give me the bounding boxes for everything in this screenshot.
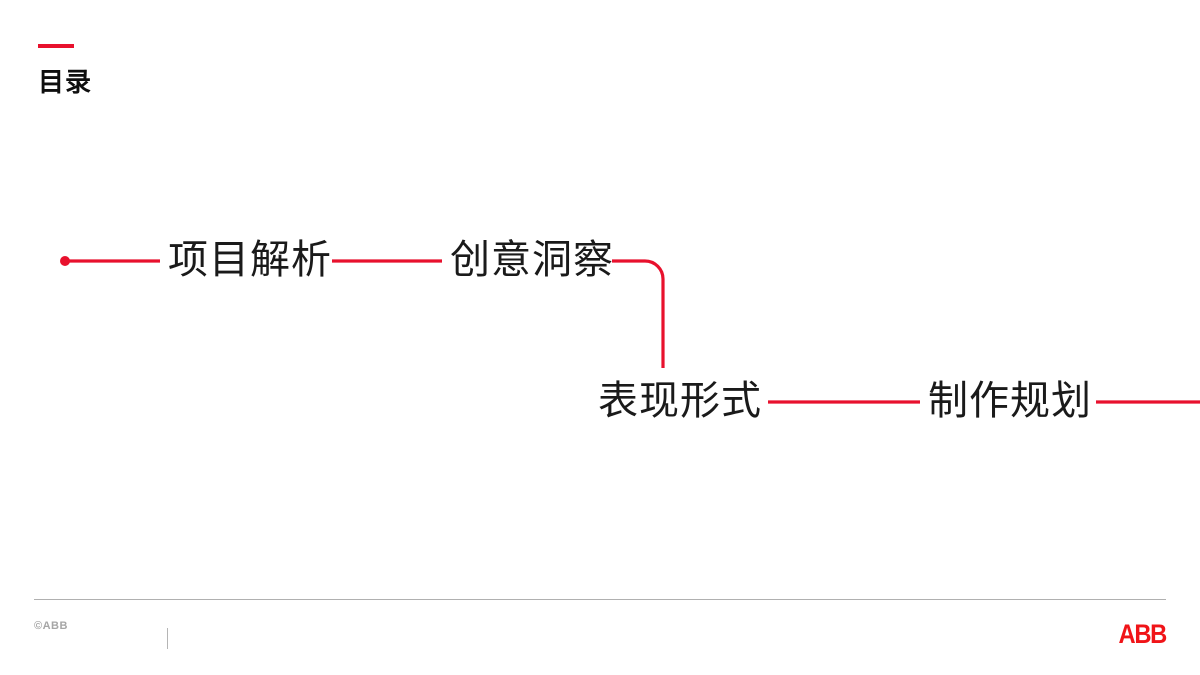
page-title: 目录: [38, 67, 93, 97]
abb-logo: ABB: [1118, 619, 1167, 649]
agenda-item-1[interactable]: 项目解析: [168, 237, 332, 282]
footer-copyright: ©ABB: [34, 620, 68, 632]
agenda-item-3[interactable]: 表现形式: [598, 378, 762, 423]
start-dot-icon: [60, 256, 70, 266]
connector-node-2-to-node-3: [612, 259, 665, 368]
agenda-item-2[interactable]: 创意洞察: [450, 237, 614, 282]
agenda-item-4[interactable]: 制作规划: [928, 378, 1092, 423]
footer-divider: [34, 599, 1166, 600]
title-accent-bar: [38, 44, 74, 48]
footer-tick-mark: [167, 628, 168, 649]
